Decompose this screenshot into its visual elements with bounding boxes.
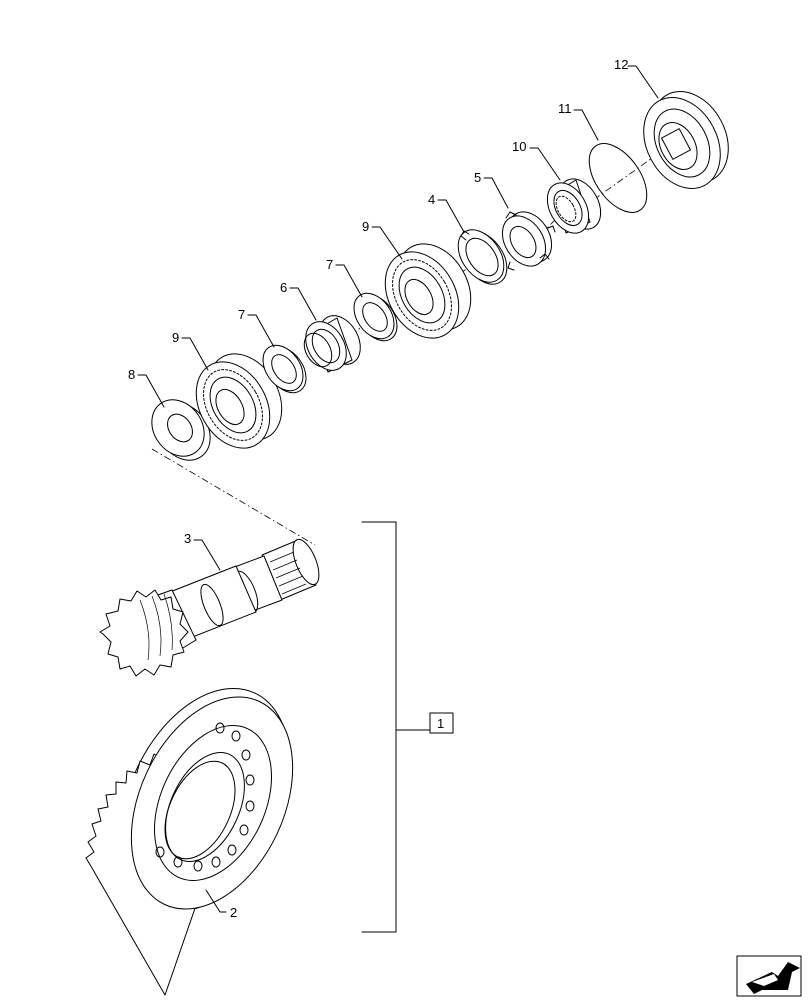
part-10-bearing-race[interactable] [539, 172, 609, 241]
part-8-thrust-washer[interactable] [141, 390, 221, 471]
leader-lines [137, 65, 659, 913]
callout-3: 3 [184, 531, 191, 546]
callout-12: 12 [614, 57, 628, 72]
callout-7-upper: 7 [326, 257, 333, 272]
callout-4: 4 [428, 192, 435, 207]
part-7-shim-lower[interactable] [255, 338, 315, 400]
callout-8: 8 [128, 367, 135, 382]
part-11-o-ring[interactable] [578, 133, 659, 222]
callout-6: 6 [280, 280, 287, 295]
part-6-spacer-sleeve[interactable] [297, 308, 368, 377]
next-page-arrow-icon[interactable] [736, 955, 802, 997]
part-3-pinion-shaft[interactable] [99, 536, 324, 677]
part-5-slotted-nut[interactable] [494, 204, 561, 274]
callout-5: 5 [474, 170, 481, 185]
callout-7-lower: 7 [238, 307, 245, 322]
bolt-holes [155, 722, 255, 872]
part-9-roller-bearing-upper[interactable] [370, 231, 485, 352]
callout-10: 10 [512, 139, 526, 154]
part-2-ring-gear[interactable] [85, 661, 325, 996]
callout-11: 11 [558, 101, 572, 116]
callout-labels: 12 11 10 5 4 9 7 6 7 9 8 3 2 1 [128, 57, 628, 920]
callout-1: 1 [437, 716, 444, 731]
part-4-lock-washer[interactable] [449, 221, 516, 292]
callout-9-lower: 9 [172, 330, 179, 345]
part-7-shim-upper[interactable] [346, 286, 406, 348]
callout-9-upper: 9 [362, 219, 369, 234]
callout-2: 2 [230, 905, 237, 920]
kit-bracket [361, 521, 454, 933]
part-12-bearing-housing[interactable] [629, 78, 744, 202]
